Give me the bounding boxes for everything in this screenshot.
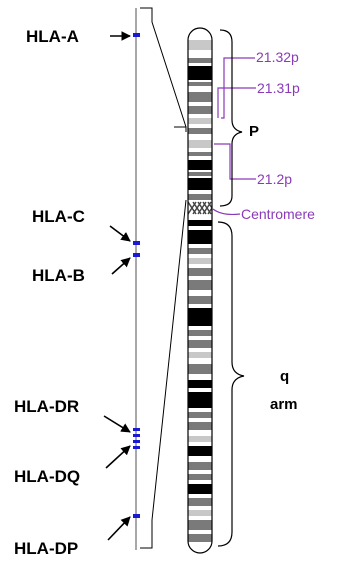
chromosome-band [188, 40, 212, 50]
gene-marker-hla-dq [133, 434, 140, 437]
bracket-bottom [140, 200, 186, 548]
arm-label-q: q [280, 368, 289, 385]
gene-label-hla-dq: HLA-DQ [14, 467, 80, 486]
arm-label-p: P [249, 123, 259, 140]
chromosome-band [188, 82, 212, 86]
chromosome-band [188, 380, 212, 388]
chromosome-band [188, 520, 212, 530]
gene-label-hla-dr: HLA-DR [14, 397, 79, 416]
chromosome-band [188, 66, 212, 80]
arrow-down-right-icon [104, 416, 130, 432]
gene-marker-hla-a [133, 33, 140, 37]
chromosome-band [188, 128, 212, 134]
chromosome-band [188, 220, 212, 226]
arrow-up-right-icon [112, 258, 130, 274]
band-line-21-2p [214, 144, 256, 179]
chromosome-band [188, 446, 212, 456]
chromosome-band [188, 392, 212, 408]
chromosome-band [188, 484, 212, 494]
chromosome-band [188, 436, 212, 442]
chromosome-band [188, 412, 212, 418]
chromosome-band [188, 364, 212, 374]
chromosome-band [188, 140, 212, 148]
chromosome-band [188, 474, 212, 480]
gene-marker-hla-dq-3 [133, 446, 140, 449]
chromosome [188, 28, 216, 553]
gene-arrows [104, 36, 130, 540]
chromosome-band [188, 510, 212, 516]
band-label-21-31p: 21.31p [257, 80, 300, 96]
chromosome-band [188, 498, 212, 506]
chromosome-band [188, 152, 212, 156]
gene-label-hla-dp: HLA-DP [14, 539, 78, 558]
gene-marker-hla-c [133, 241, 140, 245]
arm-braces [218, 30, 244, 546]
arrow-down-right-icon [110, 226, 130, 241]
band-label-21-32p: 21.32p [256, 49, 299, 65]
chromosome-band [188, 422, 212, 430]
chromosome-band [188, 194, 212, 200]
chromosome-band [188, 352, 212, 358]
region-brackets [140, 8, 186, 548]
gene-marker-hla-dq-2 [133, 440, 140, 443]
chromosome-band [188, 248, 212, 254]
chromosome-band [188, 160, 212, 170]
chromosome-band [188, 534, 212, 542]
gene-label-hla-c: HLA-C [32, 207, 85, 226]
bracket-top [140, 8, 186, 127]
chromosome-band [188, 118, 212, 124]
gene-label-hla-b: HLA-B [32, 266, 85, 285]
band-line-centromere [213, 209, 240, 214]
bracket-top-tick [174, 127, 186, 132]
arm-label-q-arm: arm [270, 396, 298, 413]
chromosome-band [188, 230, 212, 244]
gene-label-hla-a: HLA-A [26, 27, 79, 46]
chromosome-band [188, 296, 212, 304]
chromosome-band [188, 172, 212, 176]
gene-marker-hla-dp [133, 514, 140, 518]
chromosome-band [188, 58, 212, 63]
chromosome-band [188, 178, 212, 190]
chromosome-band [188, 340, 212, 348]
chromosome-band [188, 462, 212, 470]
chromosome-band [188, 92, 212, 102]
gene-marker-hla-dr [133, 428, 140, 431]
band-label-centromere: Centromere [241, 206, 315, 222]
band-label-21-2p: 21.2p [257, 171, 292, 187]
chromosome-band [188, 106, 212, 114]
arrow-up-right-icon [106, 446, 130, 468]
chromosome-band [188, 268, 212, 276]
arrow-up-right-icon [108, 517, 130, 540]
gene-marker-hla-b [133, 253, 140, 257]
brace-q-arm [218, 222, 244, 546]
chromosome-band [188, 308, 212, 326]
chromosome-band [188, 258, 212, 264]
chromosome-band [188, 280, 212, 290]
chromosome-band [188, 330, 212, 336]
